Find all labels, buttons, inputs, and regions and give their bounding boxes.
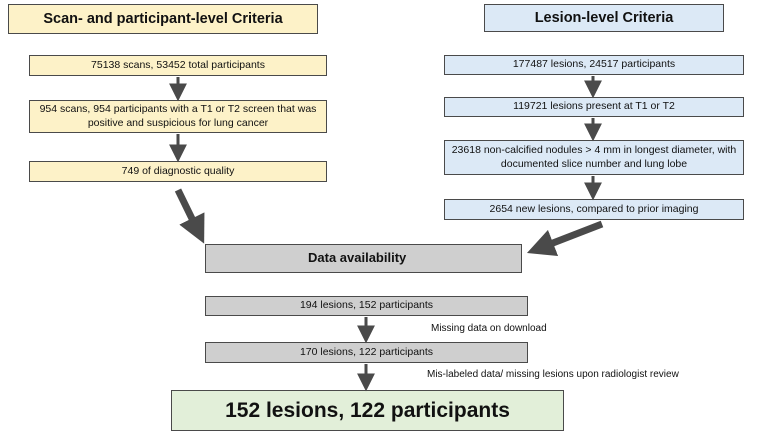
lesion-step-3: 23618 non-calcified nodules > 4 mm in lo…: [444, 140, 744, 175]
scan-step-2: 954 scans, 954 participants with a T1 or…: [29, 100, 327, 133]
lesion-step-1: 177487 lesions, 24517 participants: [444, 55, 744, 75]
lesion-step-2: 119721 lesions present at T1 or T2: [444, 97, 744, 117]
mislabeled-note: Mis-labeled data/ missing lesions upon r…: [427, 369, 679, 380]
data-availability-box: Data availability: [205, 244, 522, 273]
arrow-scan-to-availability: [174, 188, 205, 244]
missing-download-note: Missing data on download: [431, 323, 547, 334]
lesion-criteria-header: Lesion-level Criteria: [484, 4, 724, 32]
availability-step-2: 170 lesions, 122 participants: [205, 342, 528, 363]
arrow-lesion-to-availability: [526, 220, 604, 257]
final-result-box: 152 lesions, 122 participants: [171, 390, 564, 431]
scan-step-1: 75138 scans, 53452 total participants: [29, 55, 327, 76]
availability-step-1: 194 lesions, 152 participants: [205, 296, 528, 316]
scan-criteria-header: Scan- and participant-level Criteria: [8, 4, 318, 34]
